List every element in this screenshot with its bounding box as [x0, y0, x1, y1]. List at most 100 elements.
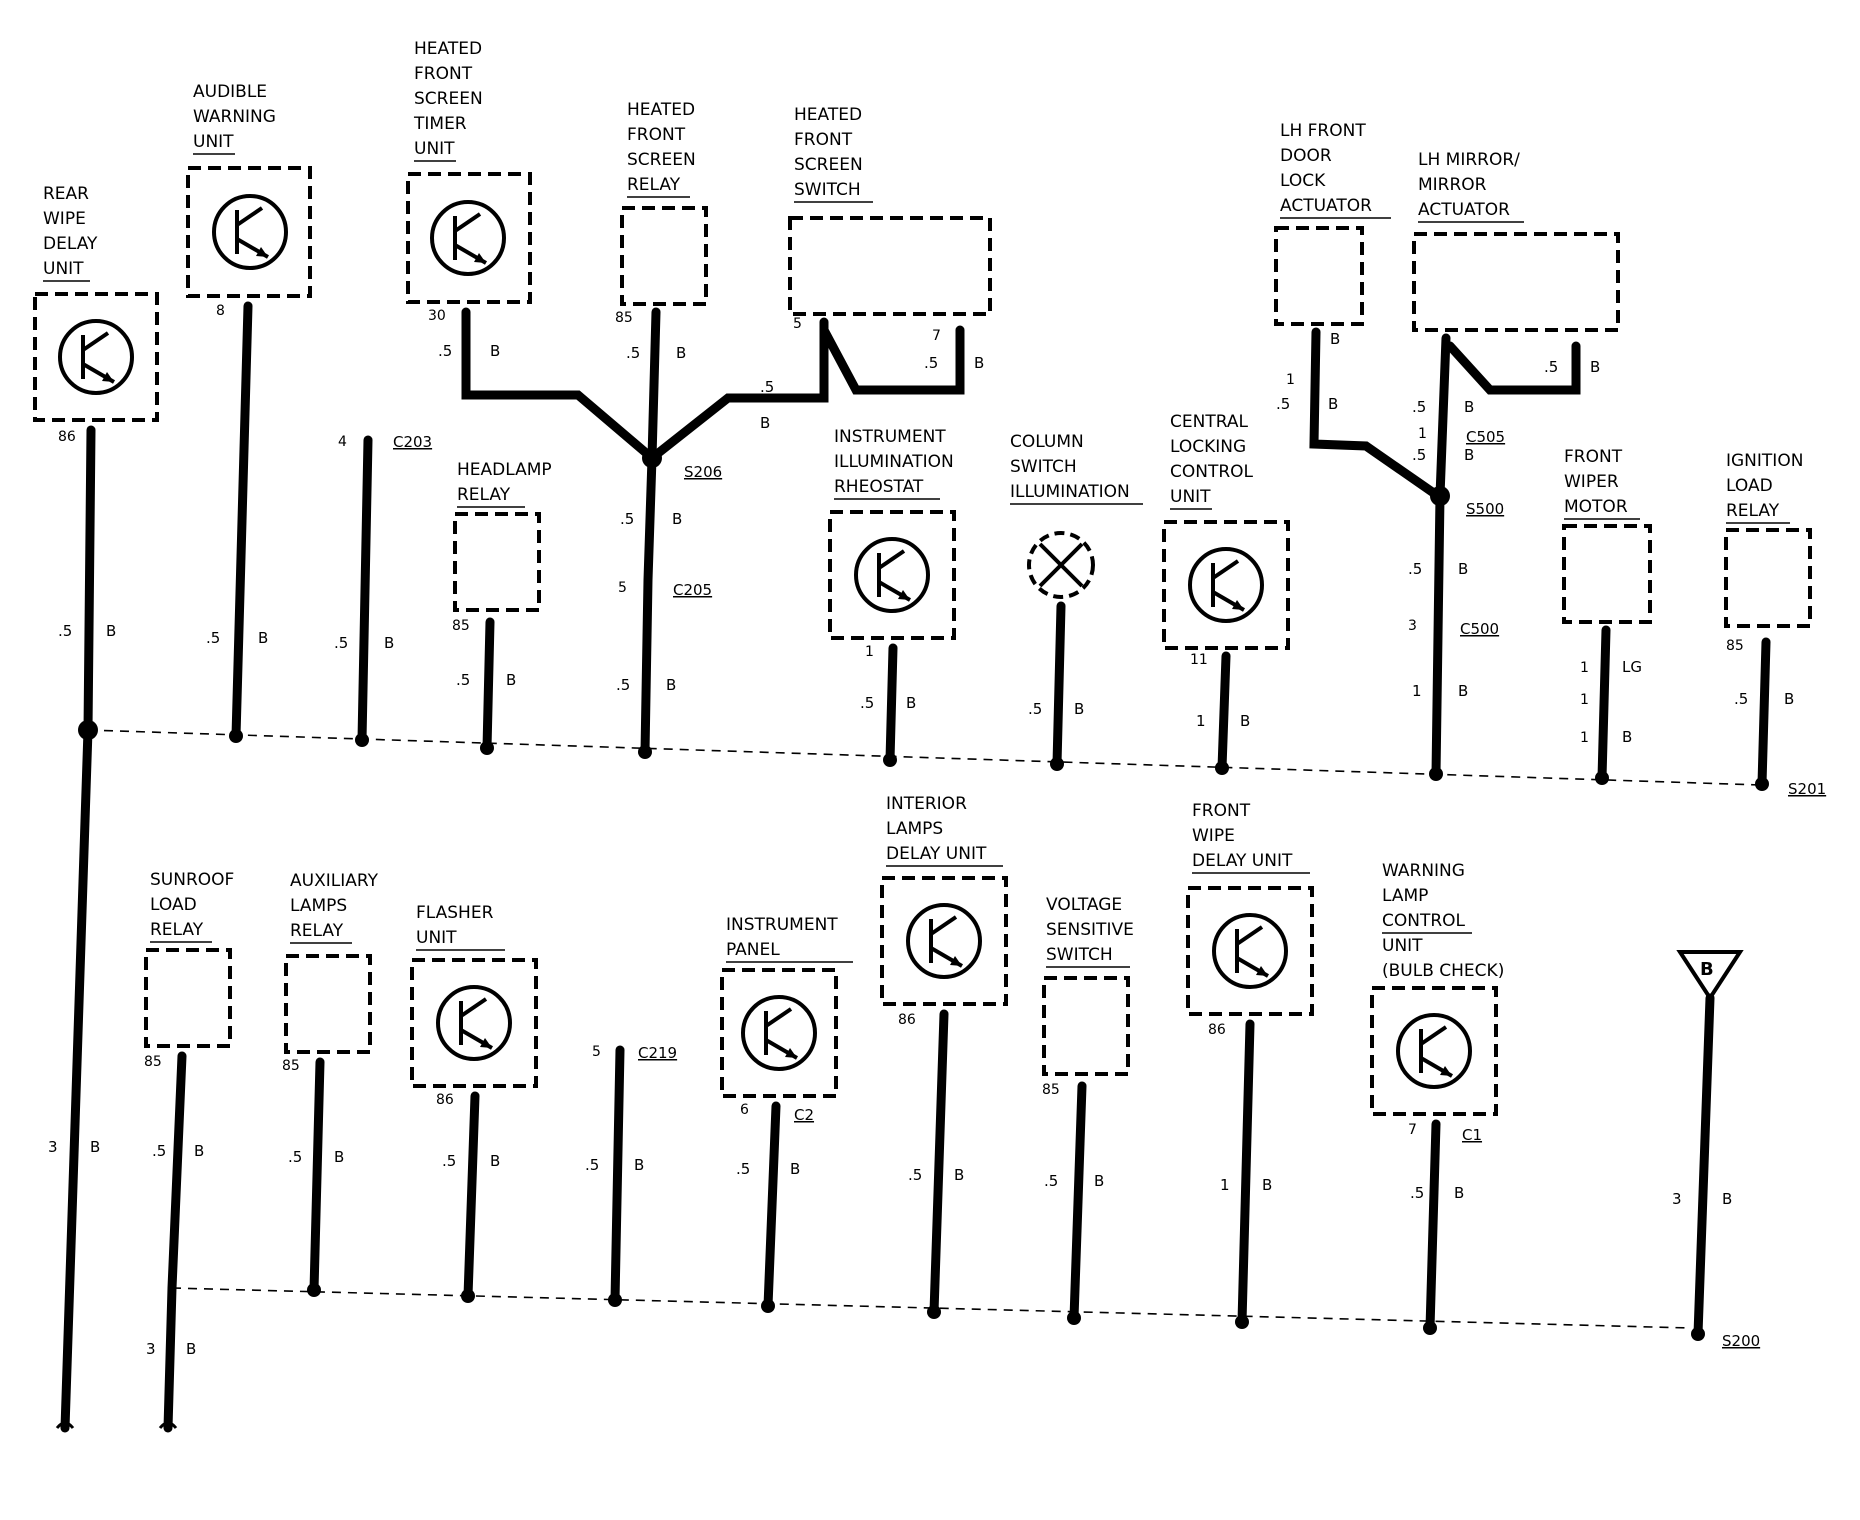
component-column-switch-illumination: COLUMN SWITCH ILLUMINATION: [1010, 432, 1143, 599]
wire-front-wipe: [1237, 1019, 1255, 1327]
svg-text:COLUMN: COLUMN: [1010, 432, 1084, 452]
wire-label-color: B: [1464, 398, 1474, 416]
component-box: [620, 206, 708, 306]
pin-label: 85: [615, 310, 633, 326]
wire-warning-lamp: [1425, 1119, 1441, 1333]
component-label: AUDIBLE WARNING UNIT: [193, 82, 276, 155]
transistor-icon: [1396, 1013, 1472, 1089]
transistor-icon: [436, 985, 512, 1061]
wire-label-color: B: [506, 671, 516, 689]
svg-text:IGNITION: IGNITION: [1726, 451, 1803, 471]
component-label: FRONT WIPE DELAY UNIT: [1192, 801, 1310, 874]
transistor-icon: [1188, 547, 1264, 623]
pin-label: 1: [1580, 692, 1589, 708]
wire-label-color: B: [194, 1142, 204, 1160]
component-label: CENTRAL LOCKING CONTROL UNIT: [1170, 412, 1254, 510]
component-box: [788, 216, 992, 316]
component-label: WARNING LAMP CONTROL UNIT (BULB CHECK): [1382, 861, 1504, 981]
component-heated-front-screen-switch: HEATED FRONT SCREEN SWITCH: [788, 105, 992, 316]
component-label: HEATED FRONT SCREEN SWITCH: [794, 105, 873, 203]
wire-label-color: B: [258, 629, 268, 647]
svg-text:LOCKING: LOCKING: [1170, 437, 1246, 457]
svg-text:LOAD: LOAD: [150, 895, 197, 915]
svg-text:UNIT: UNIT: [414, 139, 455, 159]
component-central-locking-control-unit: CENTRAL LOCKING CONTROL UNIT: [1162, 412, 1290, 650]
wire-label-color: B: [1330, 330, 1340, 348]
svg-text:CENTRAL: CENTRAL: [1170, 412, 1248, 432]
svg-text:HEATED: HEATED: [414, 39, 482, 59]
connector-c205: C205: [673, 581, 712, 599]
component-box: [1162, 520, 1290, 650]
wire-label-size: .5: [760, 378, 774, 396]
pin-label: 4: [338, 434, 347, 450]
svg-text:SENSITIVE: SENSITIVE: [1046, 920, 1134, 940]
pin-label: 85: [144, 1054, 162, 1070]
wire-label-color: B: [676, 344, 686, 362]
component-warning-lamp-control-unit: WARNING LAMP CONTROL UNIT (BULB CHECK): [1370, 861, 1504, 1116]
wire-s206-down: [640, 453, 657, 757]
wire-label-color: B: [90, 1138, 100, 1156]
component-box: [1724, 528, 1812, 628]
component-box: [1412, 232, 1620, 332]
wire-aux-lamps: [309, 1057, 325, 1295]
wire-label-size: .5: [616, 676, 630, 694]
pin-label: 86: [58, 429, 76, 445]
wire-label-color: B: [1328, 395, 1338, 413]
svg-text:PANEL: PANEL: [726, 940, 780, 960]
wire-interior-lamps: [929, 1009, 949, 1317]
pin-label: 1: [1580, 660, 1589, 676]
pin-label: 6: [740, 1102, 749, 1118]
svg-text:UNIT: UNIT: [193, 132, 234, 152]
transistor-icon: [1212, 913, 1288, 989]
pin-label: 85: [1726, 638, 1744, 654]
wire-label-color: B: [1622, 728, 1632, 746]
svg-text:ILLUMINATION: ILLUMINATION: [1010, 482, 1130, 502]
wire-label-color: B: [1458, 560, 1468, 578]
component-heated-front-screen-relay: HEATED FRONT SCREEN RELAY: [620, 100, 708, 306]
component-headlamp-relay: HEADLAMP RELAY: [453, 460, 552, 612]
pin-label: 85: [452, 618, 470, 634]
splice-s500: S500: [1466, 500, 1504, 518]
component-label: FRONT WIPER MOTOR: [1564, 447, 1640, 520]
svg-text:ILLUMINATION: ILLUMINATION: [834, 452, 954, 472]
svg-text:MOTOR: MOTOR: [1564, 497, 1628, 517]
svg-text:SWITCH: SWITCH: [1046, 945, 1113, 965]
svg-text:SCREEN: SCREEN: [414, 89, 483, 109]
wire-label-color: B: [672, 510, 682, 528]
ground-b-icon: B: [1676, 950, 1744, 1002]
wire-label-color: B: [334, 1148, 344, 1166]
wire-voltage-switch: [1069, 1081, 1087, 1323]
wire-label-color: B: [1074, 700, 1084, 718]
wire-label-size: 1: [1412, 682, 1422, 700]
svg-text:AUDIBLE: AUDIBLE: [193, 82, 267, 102]
component-box: [410, 958, 538, 1088]
wire-label-color: B: [1094, 1172, 1104, 1190]
svg-text:LOCK: LOCK: [1280, 171, 1326, 191]
pin-label: 1: [1286, 372, 1295, 388]
svg-text:RELAY: RELAY: [290, 921, 344, 941]
component-label: REAR WIPE DELAY UNIT: [43, 184, 98, 282]
component-front-wiper-motor: FRONT WIPER MOTOR: [1562, 447, 1652, 624]
wire-label-color: B: [974, 354, 984, 372]
wire-hfs-switch: [647, 317, 829, 463]
svg-text:LH MIRROR/: LH MIRROR/: [1418, 150, 1520, 170]
wire-s500-down: [1431, 491, 1445, 779]
wire-label-size: .5: [1544, 358, 1558, 376]
svg-text:RELAY: RELAY: [457, 485, 511, 505]
wire-audible: [231, 301, 253, 741]
svg-text:INSTRUMENT: INSTRUMENT: [726, 915, 838, 935]
svg-text:AUXILIARY: AUXILIARY: [290, 871, 379, 891]
wire-label-size: .5: [1734, 690, 1748, 708]
svg-text:SCREEN: SCREEN: [627, 150, 696, 170]
svg-text:UNIT: UNIT: [1170, 487, 1211, 507]
svg-text:RHEOSTAT: RHEOSTAT: [834, 477, 924, 497]
pin-label: 5: [618, 580, 627, 596]
component-box: [720, 968, 838, 1098]
wire-label-size: 1: [1196, 712, 1206, 730]
wire-hfs-relay: [647, 307, 661, 463]
wire-label-color: B: [760, 414, 770, 432]
wire-instr-panel: [763, 1101, 781, 1311]
wire-label-color: B: [1464, 446, 1474, 464]
svg-text:HEADLAMP: HEADLAMP: [457, 460, 552, 480]
wire-label-size: .5: [626, 344, 640, 362]
